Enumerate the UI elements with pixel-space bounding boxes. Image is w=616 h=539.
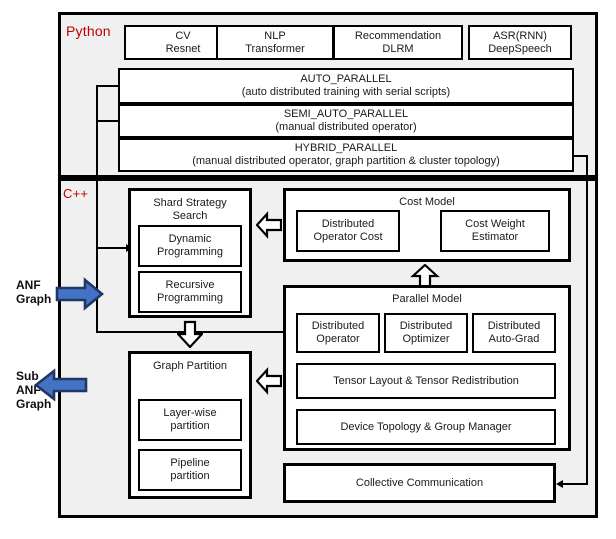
collective-communication-box[interactable]: Collective Communication [283,463,556,503]
distributed-operator-cost-line2: Operator Cost [313,231,383,243]
graph-partition-item-pipeline[interactable]: Pipeline partition [138,449,242,491]
parallel-item-tensor-layout-redistribution[interactable]: Tensor Layout & Tensor Redistribution [296,363,556,399]
cost-weight-estimator-line2: Estimator [471,231,519,243]
shard-item-dynamic-programming[interactable]: Dynamic Programming [138,225,242,267]
cost-weight-estimator-line1: Cost Weight [465,218,525,230]
distributed-optimizer-line1: Distributed [399,320,453,332]
connector-to-collective-communication [560,483,588,485]
layer-wise-partition-line2: partition [170,420,210,432]
shard-item-recursive-programming[interactable]: Recursive Programming [138,271,242,313]
output-caption: Sub ANF Graph [16,369,52,411]
model-recommendation-line2: DLRM [382,42,414,55]
recursive-programming-line2: Programming [156,292,224,304]
parallel-model-title: Parallel Model [392,293,462,305]
connector-hybrid-parallel-out [572,155,588,157]
model-asr-line2: DeepSpeech [488,42,552,55]
parallel-item-distributed-optimizer[interactable]: Distributed Optimizer [384,313,468,353]
block-arrow-shard-strategy-to-graph-partition [177,320,203,348]
recursive-programming-line1: Recursive [165,279,215,291]
connector-right-spine [586,155,588,484]
tensor-layout-redistribution-label: Tensor Layout & Tensor Redistribution [333,374,519,387]
mode-hybrid-parallel-name: HYBRID_PARALLEL [294,142,398,154]
dynamic-programming-line2: Programming [156,246,224,258]
layer-wise-partition-line1: Layer-wise [163,407,217,419]
distributed-optimizer-line2: Optimizer [402,333,450,345]
shard-strategy-search-title-line2: Search [172,210,208,222]
pipeline-partition-line2: partition [170,470,210,482]
connector-semi-auto-parallel-out [96,120,120,122]
model-nlp-line1: NLP [264,29,286,42]
cost-item-distributed-operator-cost[interactable]: Distributed Operator Cost [296,210,400,252]
cost-model-title: Cost Model [399,196,455,208]
distributed-operator-line2: Operator [316,333,360,345]
cpp-layer-label: C++ [63,186,89,201]
mode-box-semi-auto-parallel[interactable]: SEMI_AUTO_PARALLEL (manual distributed o… [118,104,574,138]
device-topology-group-manager-label: Device Topology & Group Manager [340,420,512,433]
model-box-asr[interactable]: ASR(RNN) DeepSpeech [468,25,572,60]
model-cv-line2: Resnet [165,42,201,55]
blue-arrow-sub-anf-graph-out [33,368,89,402]
cost-item-cost-weight-estimator[interactable]: Cost Weight Estimator [440,210,550,252]
parallel-item-device-topology-group-manager[interactable]: Device Topology & Group Manager [296,409,556,445]
collective-communication-label: Collective Communication [355,476,484,489]
mode-semi-auto-parallel-desc: (manual distributed operator) [275,121,417,133]
graph-partition-item-layer-wise[interactable]: Layer-wise partition [138,399,242,441]
shard-strategy-search-title-line1: Shard Strategy [153,197,227,209]
distributed-auto-grad-line1: Distributed [487,320,541,332]
model-box-nlp[interactable]: NLP Transformer [216,25,334,60]
python-layer-label: Python [66,23,111,39]
pipeline-partition-line1: Pipeline [170,457,210,469]
mode-auto-parallel-desc: (auto distributed training with serial s… [241,86,451,98]
dynamic-programming-line1: Dynamic [168,233,212,245]
parallel-item-distributed-operator[interactable]: Distributed Operator [296,313,380,353]
block-arrow-parallel-model-to-graph-partition [256,366,282,396]
graph-partition-title: Graph Partition [153,360,227,372]
mode-semi-auto-parallel-name: SEMI_AUTO_PARALLEL [283,108,409,120]
parallel-item-distributed-auto-grad[interactable]: Distributed Auto-Grad [472,313,556,353]
model-cv-line1: CV [175,29,191,42]
connector-left-spine [96,85,98,333]
model-box-recommendation[interactable]: Recommendation DLRM [333,25,463,60]
distributed-operator-cost-line1: Distributed [321,218,375,230]
block-arrow-cost-model-to-shard-strategy [256,210,282,240]
mode-box-hybrid-parallel[interactable]: HYBRID_PARALLEL (manual distributed oper… [118,138,574,172]
model-asr-line1: ASR(RNN) [493,29,547,42]
mode-auto-parallel-name: AUTO_PARALLEL [300,73,392,85]
distributed-operator-line1: Distributed [311,320,365,332]
model-recommendation-line1: Recommendation [354,29,442,42]
mode-box-auto-parallel[interactable]: AUTO_PARALLEL (auto distributed training… [118,68,574,104]
mode-hybrid-parallel-desc: (manual distributed operator, graph part… [192,155,500,167]
input-caption: ANF Graph [16,278,52,306]
distributed-auto-grad-line2: Auto-Grad [488,333,540,345]
arrowhead-to-collective-communication [556,480,563,488]
model-nlp-line2: Transformer [245,42,305,55]
blue-arrow-anf-graph-in [55,277,105,311]
connector-auto-parallel-out [96,85,120,87]
connector-to-shard-strategy [96,247,128,249]
